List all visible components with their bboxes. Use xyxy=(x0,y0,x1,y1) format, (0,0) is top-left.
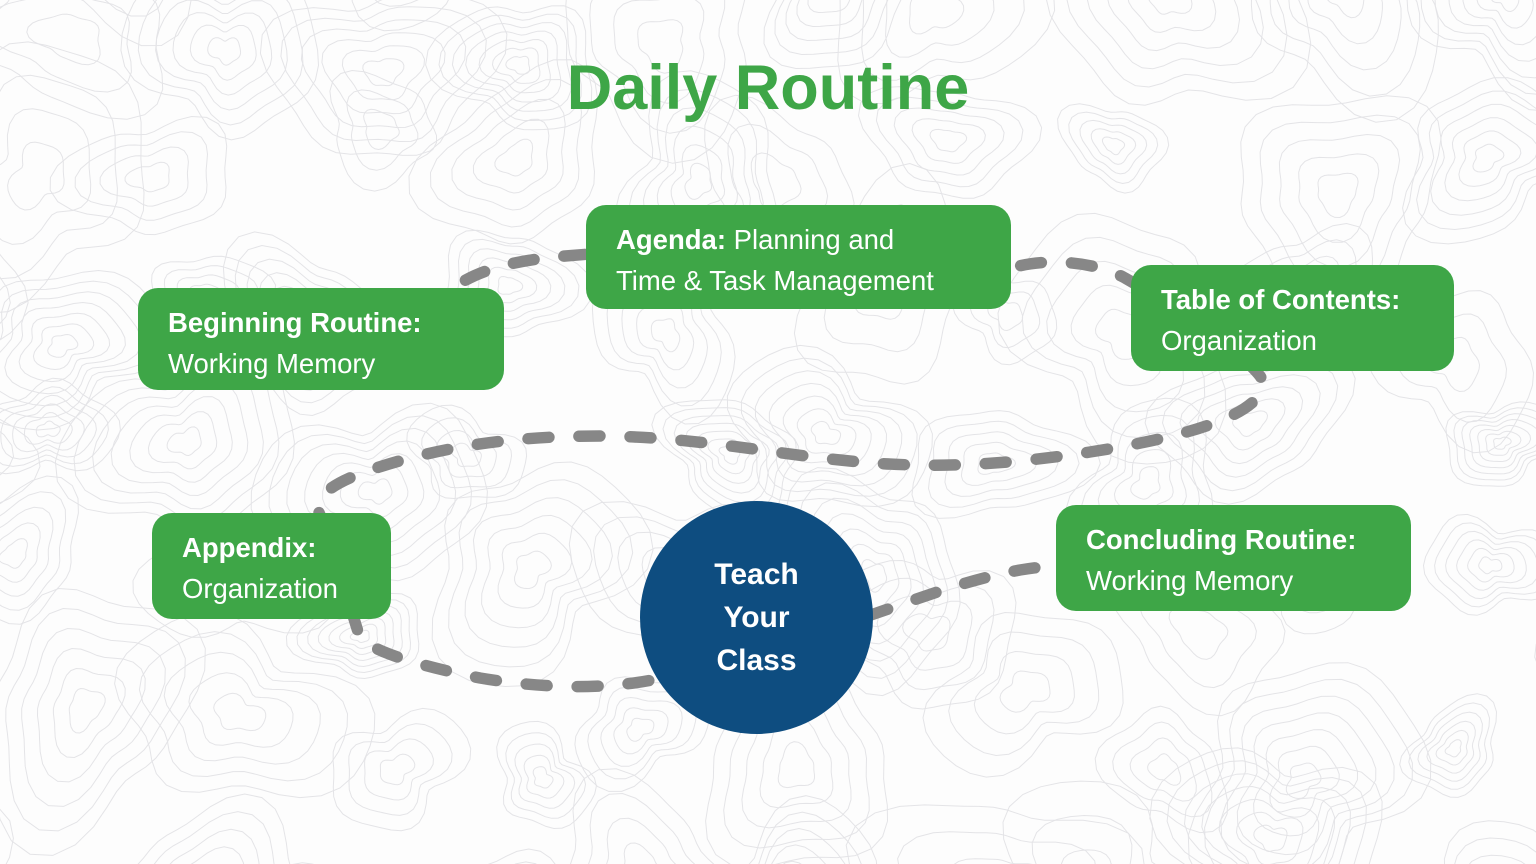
node-agenda: Agenda: Planning and Time & Task Managem… xyxy=(586,205,1011,309)
node-concluding-routine: Concluding Routine: Working Memory xyxy=(1056,505,1411,611)
node-appendix: Appendix: Organization xyxy=(152,513,391,619)
node-line1: Concluding Routine: xyxy=(1086,519,1381,560)
page-title: Daily Routine xyxy=(566,53,970,123)
circle-line: Teach xyxy=(714,558,799,591)
teach-your-class-circle: Teach Your Class xyxy=(640,501,873,734)
node-bold-label: Table of Contents: xyxy=(1161,284,1401,315)
circle-line: Class xyxy=(716,644,797,677)
node-body-label: Working Memory xyxy=(168,348,376,379)
node-bold-label: Beginning Routine: xyxy=(168,307,422,338)
node-line1: Beginning Routine: xyxy=(168,302,474,343)
node-line1: Appendix: xyxy=(182,527,361,568)
node-line1: Agenda: Planning and xyxy=(616,219,981,260)
node-bold-label: Agenda: xyxy=(616,224,726,255)
node-body-label: Time & Task Management xyxy=(616,265,934,296)
node-rest-label: Planning and xyxy=(733,224,895,255)
circle-line: Your xyxy=(723,601,790,634)
node-beginning-routine: Beginning Routine: Working Memory xyxy=(138,288,504,390)
node-body-label: Working Memory xyxy=(1086,565,1294,596)
node-bold-label: Concluding Routine: xyxy=(1086,524,1357,555)
node-line1: Table of Contents: xyxy=(1161,279,1424,320)
node-table-of-contents: Table of Contents: Organization xyxy=(1131,265,1454,371)
node-body-label: Organization xyxy=(182,573,338,604)
node-body-label: Organization xyxy=(1161,325,1317,356)
node-bold-label: Appendix: xyxy=(182,532,317,563)
